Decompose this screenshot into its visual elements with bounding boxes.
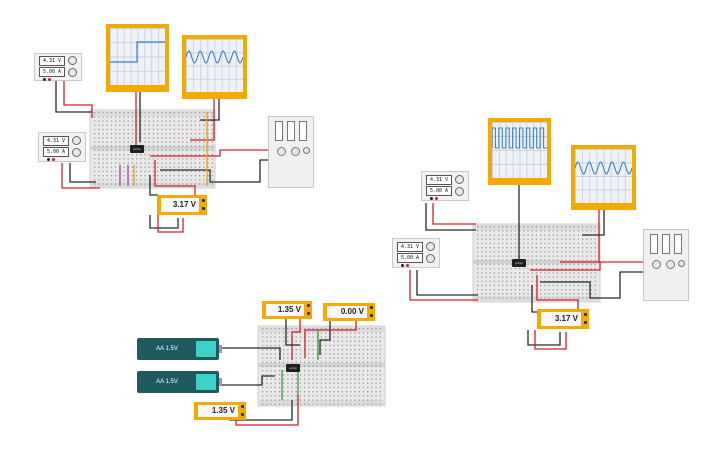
meter-reading: 0.00 V	[327, 306, 367, 318]
voltage-knob[interactable]	[455, 175, 464, 184]
power-supply-right-lower[interactable]: 4.31 V 5.00 A	[392, 238, 440, 268]
current-knob[interactable]	[426, 254, 435, 263]
current-display: 5.00 A	[426, 186, 452, 196]
square-trace	[492, 127, 547, 149]
sine-trace	[186, 50, 243, 64]
oscilloscope-sine[interactable]	[182, 35, 247, 99]
scope-screen	[186, 39, 243, 92]
positive-terminal[interactable]	[435, 197, 438, 200]
meter-jack[interactable]	[584, 313, 587, 316]
oscilloscope-sine-right[interactable]	[571, 145, 636, 210]
frequency-knob[interactable]	[652, 260, 661, 269]
voltage-display: 4.31 V	[426, 175, 452, 185]
current-display: 5.00 A	[43, 147, 69, 157]
offset-knob[interactable]	[303, 147, 310, 154]
meter-jack[interactable]	[584, 321, 587, 324]
meter-jack[interactable]	[307, 304, 310, 307]
battery-terminal[interactable]	[219, 378, 222, 386]
meter-reading: 3.17 V	[541, 312, 581, 326]
scope-screen	[575, 149, 632, 203]
oscilloscope-square[interactable]	[488, 118, 551, 185]
battery-terminal[interactable]	[219, 345, 222, 353]
sine-wave-button[interactable]	[287, 121, 295, 141]
battery-cap	[196, 341, 216, 357]
meter-reading: 1.35 V	[198, 405, 238, 417]
ic-chip-bottom[interactable]: μchip	[286, 364, 300, 372]
power-supply-right-upper[interactable]: 4.31 V 5.00 A	[421, 171, 469, 201]
power-supply-top-left-upper[interactable]: 4.31 V 5.00 A	[34, 53, 82, 81]
amplitude-knob[interactable]	[291, 147, 300, 156]
battery-aa-2[interactable]: AA 1.5V	[137, 371, 222, 393]
voltage-display: 4.31 V	[39, 56, 65, 66]
meter-jack[interactable]	[202, 199, 205, 202]
positive-terminal[interactable]	[406, 264, 409, 267]
multimeter-bottom[interactable]: 1.35 V	[194, 402, 246, 420]
meter-jack[interactable]	[370, 306, 373, 309]
battery-aa-1[interactable]: AA 1.5V	[137, 338, 222, 360]
breadboard-top-left	[89, 109, 216, 189]
breadboard-bottom	[257, 325, 386, 407]
multimeter-right[interactable]: 3.17 V	[537, 309, 589, 329]
triangle-wave-button[interactable]	[674, 234, 682, 254]
frequency-knob[interactable]	[277, 147, 286, 156]
multimeter-bottom-top-left[interactable]: 1.35 V	[262, 301, 312, 319]
sine-trace	[575, 161, 632, 175]
power-supply-top-left-lower[interactable]: 4.31 V 5.00 A	[38, 132, 86, 162]
current-display: 5.00 A	[397, 253, 423, 263]
battery-cap	[196, 374, 216, 390]
meter-reading: 1.35 V	[266, 304, 304, 316]
square-wave-button[interactable]	[650, 234, 658, 254]
offset-knob[interactable]	[678, 260, 685, 267]
oscilloscope-step[interactable]	[106, 24, 169, 92]
meter-reading: 3.17 V	[161, 198, 199, 212]
ic-chip-right[interactable]: μchip	[512, 259, 526, 267]
voltage-display: 4.31 V	[43, 136, 69, 146]
meter-jack[interactable]	[370, 314, 373, 317]
positive-terminal[interactable]	[52, 158, 55, 161]
battery-label: AA 1.5V	[156, 346, 178, 352]
battery-label: AA 1.5V	[156, 379, 178, 385]
multimeter-top-left[interactable]: 3.17 V	[157, 195, 207, 215]
square-wave-button[interactable]	[275, 121, 283, 141]
negative-terminal[interactable]	[47, 158, 50, 161]
meter-jack[interactable]	[202, 207, 205, 210]
amplitude-knob[interactable]	[666, 260, 675, 269]
current-display: 5.00 A	[39, 67, 65, 77]
multimeter-bottom-top-right[interactable]: 0.00 V	[323, 303, 375, 321]
negative-terminal[interactable]	[43, 78, 46, 81]
step-trace	[110, 41, 165, 63]
triangle-wave-button[interactable]	[299, 121, 307, 141]
positive-terminal[interactable]	[48, 78, 51, 81]
negative-terminal[interactable]	[430, 197, 433, 200]
current-knob[interactable]	[455, 187, 464, 196]
scope-screen	[492, 122, 547, 178]
voltage-knob[interactable]	[426, 242, 435, 251]
meter-jack[interactable]	[307, 312, 310, 315]
scope-screen	[110, 28, 165, 85]
function-generator-right[interactable]	[643, 229, 689, 301]
current-knob[interactable]	[68, 68, 77, 77]
voltage-display: 4.31 V	[397, 242, 423, 252]
function-generator-top-left[interactable]	[268, 116, 314, 188]
voltage-knob[interactable]	[68, 56, 77, 65]
voltage-knob[interactable]	[72, 136, 81, 145]
negative-terminal[interactable]	[401, 264, 404, 267]
ic-chip-top-left[interactable]: μchip	[130, 145, 144, 153]
sine-wave-button[interactable]	[662, 234, 670, 254]
current-knob[interactable]	[72, 148, 81, 157]
meter-jack[interactable]	[241, 405, 244, 408]
meter-jack[interactable]	[241, 413, 244, 416]
